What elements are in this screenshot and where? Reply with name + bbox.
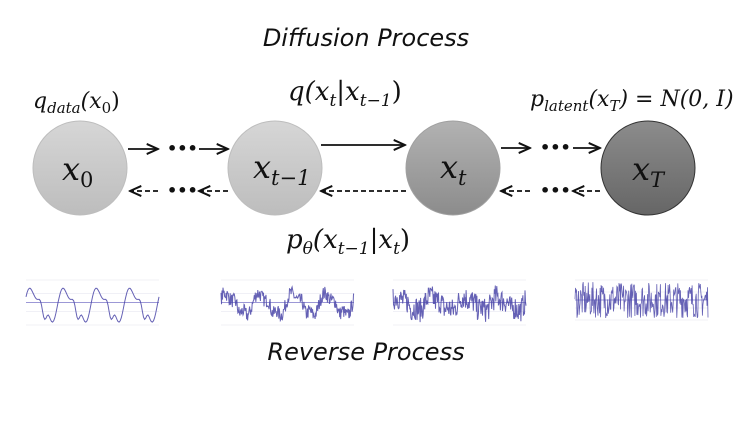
node-circle <box>227 120 323 216</box>
node-label: xT <box>632 150 666 192</box>
node-x0: x0 <box>32 120 128 216</box>
waveform-slightly-noisy <box>220 279 355 326</box>
waveform-line <box>574 282 709 319</box>
node-label: xt <box>440 148 467 190</box>
node-xt-minus-1: xt−1 <box>227 120 323 216</box>
p-latent-label: platent(xT) = N(0, I) <box>530 87 734 115</box>
q-data-label: qdata(x0) <box>33 89 120 117</box>
waveform-pure-noise <box>574 279 709 321</box>
waveform-line <box>392 285 527 323</box>
forward-transition-label: q(xt|xt−1) <box>288 77 402 111</box>
node-circle <box>32 120 128 216</box>
node-xt: xt <box>405 120 501 216</box>
ellipsis: ••• <box>540 138 571 157</box>
ellipsis: ••• <box>540 181 571 200</box>
forward-arrows: ••• ••• <box>128 138 600 158</box>
reverse-transition-label: pθ(xt−1|xt) <box>286 225 410 259</box>
ellipsis: ••• <box>167 181 198 200</box>
node-xT: xT <box>600 120 696 216</box>
waveform-noisy <box>392 279 527 326</box>
diffusion-process-title: Diffusion Process <box>263 24 469 52</box>
node-circle <box>600 120 696 216</box>
waveform-line <box>25 287 160 323</box>
waveform-line <box>220 285 355 323</box>
reverse-arrows: ••• ••• <box>130 181 600 200</box>
node-label: xt−1 <box>253 148 310 190</box>
node-label: x0 <box>62 150 93 192</box>
reverse-process-title: Reverse Process <box>267 338 464 366</box>
node-circle <box>405 120 501 216</box>
waveform-clean <box>25 279 160 326</box>
ellipsis: ••• <box>167 139 198 158</box>
